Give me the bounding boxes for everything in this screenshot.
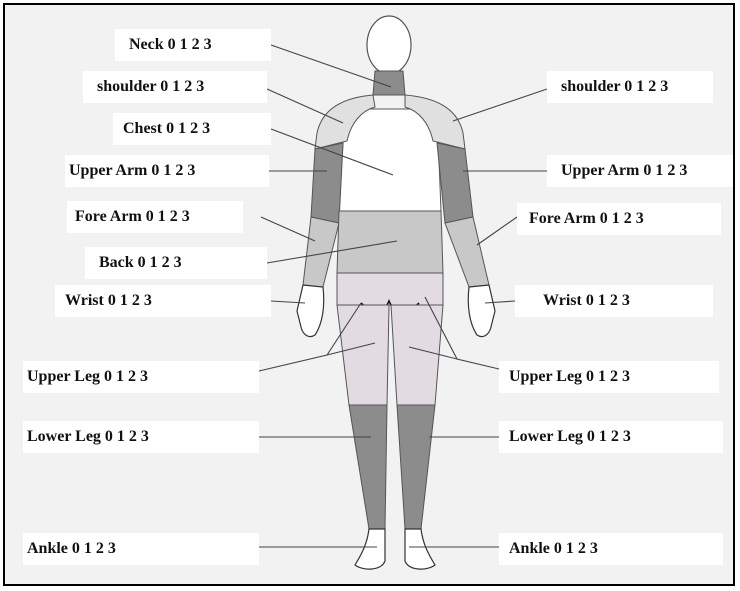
foot-right: [405, 529, 435, 569]
head: [367, 16, 411, 74]
label-shoulder-right[interactable]: shoulder 0 1 2 3: [547, 71, 713, 103]
upper-arm-left-region: [311, 143, 343, 223]
label-neck[interactable]: Neck 0 1 2 3: [115, 29, 271, 61]
lower-leg-left-region: [349, 405, 387, 529]
label-fore-arm-left[interactable]: Fore Arm 0 1 2 3: [67, 201, 243, 233]
label-back[interactable]: Back 0 1 2 3: [85, 247, 267, 279]
hand-right: [468, 285, 495, 337]
upper-arm-right-region: [437, 143, 473, 223]
label-chest[interactable]: Chest 0 1 2 3: [113, 113, 271, 145]
neck-region: [373, 71, 405, 95]
label-upper-arm-left[interactable]: Upper Arm 0 1 2 3: [65, 155, 269, 187]
label-lower-leg-left[interactable]: Lower Leg 0 1 2 3: [23, 421, 259, 453]
upper-leg-right-region: [391, 305, 443, 405]
leader-fore-arm-right: [477, 217, 517, 245]
foot-left: [355, 529, 385, 569]
body-map-panel: Neck 0 1 2 3 shoulder 0 1 2 3 shoulder 0…: [3, 3, 735, 586]
hand-left: [297, 285, 324, 337]
label-wrist-left[interactable]: Wrist 0 1 2 3: [55, 285, 271, 317]
lower-leg-right-region: [397, 405, 435, 529]
leader-fore-arm-left: [261, 217, 315, 241]
label-ankle-right[interactable]: Ankle 0 1 2 3: [499, 533, 723, 565]
leader-shoulder-right: [453, 89, 547, 121]
label-lower-leg-right[interactable]: Lower Leg 0 1 2 3: [499, 421, 723, 453]
label-ankle-left[interactable]: Ankle 0 1 2 3: [23, 533, 259, 565]
leader-shoulder-left: [267, 89, 343, 123]
label-upper-leg-right[interactable]: Upper Leg 0 1 2 3: [499, 361, 719, 393]
upper-leg-left-region: [337, 305, 389, 405]
label-upper-arm-right[interactable]: Upper Arm 0 1 2 3: [547, 155, 735, 187]
label-shoulder-left[interactable]: shoulder 0 1 2 3: [83, 71, 267, 103]
label-fore-arm-right[interactable]: Fore Arm 0 1 2 3: [517, 203, 721, 235]
label-wrist-right[interactable]: Wrist 0 1 2 3: [515, 285, 713, 317]
fore-arm-right-region: [445, 217, 489, 287]
label-upper-leg-left[interactable]: Upper Leg 0 1 2 3: [23, 361, 259, 393]
